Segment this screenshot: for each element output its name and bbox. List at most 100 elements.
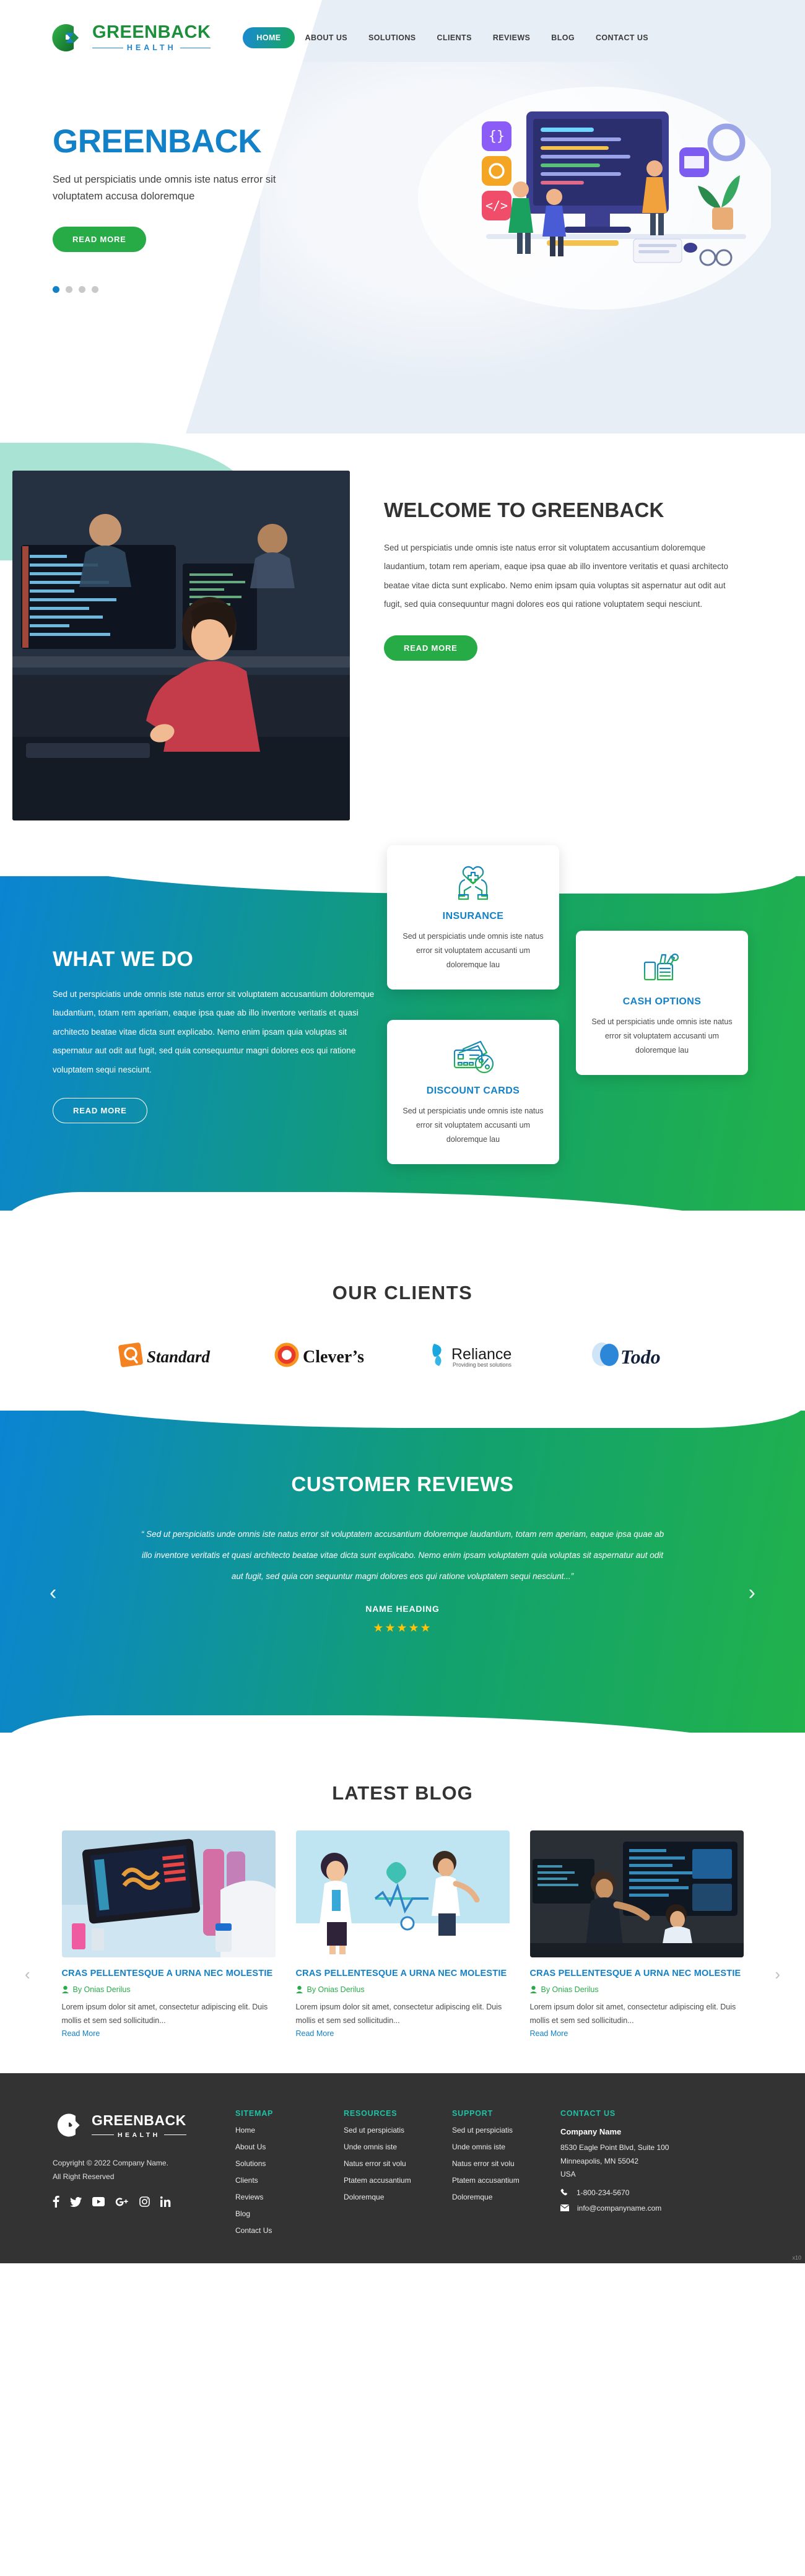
blog-card[interactable]: CRAS PELLENTESQUE A URNA NEC MOLESTIE By… [61,1830,276,2039]
footer-logo-rule-left [92,2134,114,2136]
hero-description: Sed ut perspiciatis unde omnis iste natu… [53,174,276,202]
blog-prev-arrow[interactable]: ‹ [25,1965,30,1983]
footer-copyright: Copyright © 2022 Company Name. [53,2159,168,2168]
hero-dot-2[interactable] [66,286,72,294]
service-card-cash-options[interactable]: CASH OPTIONS Sed ut perspiciatis unde om… [576,931,748,1076]
svg-text:Clever’s: Clever’s [303,1347,364,1367]
nav-item-clients[interactable]: CLIENTS [437,33,472,42]
footer-logo[interactable]: GREENBACK HEALTH [53,2109,235,2141]
footer-link-contact[interactable]: Contact Us [235,2226,272,2235]
footer-column-contact: CONTACT US Company Name 8530 Eagle Point… [560,2109,765,2235]
google-plus-icon[interactable] [115,2197,129,2207]
service-card-discount-cards[interactable]: DISCOUNT CARDS Sed ut perspiciatis unde … [387,1020,559,1165]
review-star-rating: ★★★★★ [373,1622,432,1635]
blog-card[interactable]: CRAS PELLENTESQUE A URNA NEC MOLESTIE By… [295,1830,510,2039]
client-logo-clevers[interactable]: Clever’s [272,1338,377,1370]
welcome-body: Sed ut perspiciatis unde omnis iste natu… [384,542,729,609]
review-quote: “ Sed ut perspiciatis unde omnis iste na… [141,1530,664,1581]
blog-card-read-more[interactable]: Read More [295,2029,334,2039]
footer-support-link-3[interactable]: Natus error sit volu [452,2159,515,2169]
hand-cash-icon [590,947,734,988]
blog-next-arrow[interactable]: › [775,1965,780,1983]
blog-card-author-label: By Onias Derilus [307,1985,365,1995]
facebook-icon[interactable] [53,2196,59,2208]
service-card-body: Sed ut perspiciatis unde omnis iste natu… [591,1017,733,1055]
blog-card-author: By Onias Derilus [529,1985,744,1994]
footer-link-about[interactable]: About Us [235,2143,266,2152]
blog-card-author: By Onias Derilus [61,1985,276,1994]
footer-support-link-1[interactable]: Sed ut perspiciatis [452,2126,513,2135]
greenback-g-logo-icon [53,2109,85,2141]
reviews-prev-arrow[interactable]: ‹ [50,1581,57,1604]
nav-item-home[interactable]: HOME [243,27,295,48]
blog-card-row: CRAS PELLENTESQUE A URNA NEC MOLESTIE By… [0,1830,805,2039]
reviews-gradient-band [0,1385,805,1766]
blog-card-read-more[interactable]: Read More [61,2029,100,2039]
what-we-do-read-more-button[interactable]: READ MORE [53,1097,147,1123]
user-icon [295,1986,303,1994]
footer-support-link-5[interactable]: Doloremque [452,2193,493,2202]
hero-dot-4[interactable] [92,286,98,294]
service-card-insurance[interactable]: INSURANCE Sed ut perspiciatis unde omnis… [387,845,559,990]
discount-cards-icon [401,1036,546,1077]
svg-text:Todo: Todo [620,1346,661,1368]
nav-item-contact[interactable]: CONTACT US [595,33,648,42]
top-navigation-bar: GREENBACK HEALTH HOME ABOUT US SOLUTIONS… [0,0,805,57]
footer-link-solutions[interactable]: Solutions [235,2159,266,2169]
blog-card-heading: CRAS PELLENTESQUE A URNA NEC MOLESTIE [529,1969,741,1978]
blog-card-read-more[interactable]: Read More [529,2029,568,2039]
greenback-g-logo-icon [46,19,85,57]
client-logo-todo[interactable]: Todo [588,1338,687,1370]
footer-support-link-2[interactable]: Unde omnis iste [452,2143,506,2152]
blog-thumbnail-team-monitors [529,1830,744,1957]
instagram-icon[interactable] [139,2196,150,2208]
footer-support-link-4[interactable]: Ptatem accusantium [452,2176,520,2185]
footer-email-row[interactable]: info@companyname.com [560,2204,765,2213]
hero-dot-3[interactable] [79,286,85,294]
logo-rule-right [180,47,211,49]
nav-item-blog[interactable]: BLOG [551,33,575,42]
blog-card-excerpt: Lorem ipsum dolor sit amet, consectetur … [529,2003,736,2026]
hands-heart-cross-icon [401,861,546,902]
footer-logo-name: GREENBACK [92,2112,186,2128]
footer-address-line-2: Minneapolis, MN 55042 [560,2156,639,2165]
user-icon [61,1986,69,1994]
reviews-next-arrow[interactable]: › [748,1581,755,1604]
footer-link-home[interactable]: Home [235,2126,256,2135]
what-we-do-section: WHAT WE DO Sed ut perspiciatis unde omni… [0,839,805,1248]
youtube-icon[interactable] [92,2197,105,2207]
hero-dot-1[interactable] [53,286,59,294]
footer-resource-link-5[interactable]: Doloremque [344,2193,385,2202]
footer-resource-link-4[interactable]: Ptatem accusantium [344,2176,411,2185]
footer-phone-row[interactable]: 1-800-234-5670 [560,2188,765,2197]
service-card-title: DISCOUNT CARDS [426,1086,520,1096]
footer-company-name: Company Name [560,2127,622,2137]
blog-card[interactable]: CRAS PELLENTESQUE A URNA NEC MOLESTIE By… [529,1830,744,2039]
footer-resource-link-1[interactable]: Sed ut perspiciatis [344,2126,405,2135]
linkedin-icon[interactable] [160,2196,171,2208]
nav-item-about[interactable]: ABOUT US [305,33,347,42]
svg-text:</>: </> [485,198,508,213]
svg-text:Providing best solutions: Providing best solutions [453,1362,512,1368]
blog-card-heading: CRAS PELLENTESQUE A URNA NEC MOLESTIE [61,1969,273,1978]
nav-item-reviews[interactable]: REVIEWS [492,33,531,42]
footer-column-heading: SITEMAP [235,2109,274,2118]
nav-item-solutions[interactable]: SOLUTIONS [368,33,416,42]
footer-resource-link-3[interactable]: Natus error sit volu [344,2159,406,2169]
welcome-title: WELCOME TO GREENBACK [384,498,664,521]
hero-title: GREENBACK [53,123,262,160]
hero-section: GREENBACK HEALTH HOME ABOUT US SOLUTIONS… [0,0,805,433]
footer-link-reviews[interactable]: Reviews [235,2193,264,2202]
client-logo-standard[interactable]: Standard [118,1338,224,1370]
blog-card-heading: CRAS PELLENTESQUE A URNA NEC MOLESTIE [295,1969,507,1978]
footer-link-blog[interactable]: Blog [235,2209,251,2219]
welcome-read-more-button[interactable]: READ MORE [384,635,477,661]
hero-read-more-button[interactable]: READ MORE [53,227,146,253]
site-logo[interactable]: GREENBACK HEALTH [46,19,211,57]
footer-resource-link-2[interactable]: Unde omnis iste [344,2143,398,2152]
logo-name: GREENBACK [92,22,211,43]
footer-link-clients[interactable]: Clients [235,2176,258,2185]
blog-card-excerpt: Lorem ipsum dolor sit amet, consectetur … [61,2003,268,2026]
twitter-icon[interactable] [70,2196,82,2207]
client-logo-reliance[interactable]: Reliance Providing best solutions [425,1338,540,1370]
